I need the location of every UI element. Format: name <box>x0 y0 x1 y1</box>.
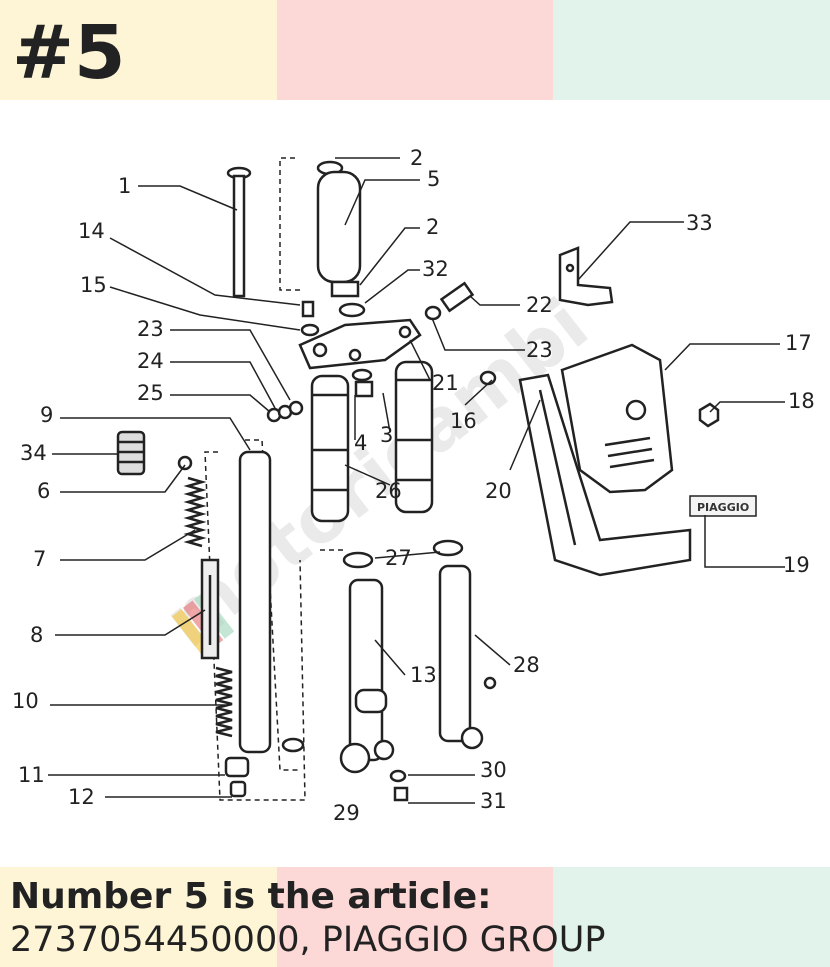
callout-33: 33 <box>686 211 713 235</box>
callout-7: 7 <box>33 547 46 571</box>
callout-32: 32 <box>422 257 449 281</box>
callout-labels: 1 2 5 2 14 32 15 22 23 23 24 21 25 4 3 9… <box>12 146 815 825</box>
callout-9: 9 <box>40 403 53 427</box>
callout-23b: 23 <box>526 338 553 362</box>
callout-34: 34 <box>20 441 47 465</box>
callout-6: 6 <box>37 479 50 503</box>
steering-yoke-part <box>298 318 422 370</box>
callout-28: 28 <box>513 653 540 677</box>
exploded-parts-diagram: motoricambi <box>12 146 815 825</box>
callout-15: 15 <box>80 273 107 297</box>
page-title: #5 <box>12 10 126 96</box>
callout-8: 8 <box>30 623 43 647</box>
right-lower-leg-part <box>438 564 497 750</box>
callout-11: 11 <box>18 763 45 787</box>
callout-31: 31 <box>480 789 507 813</box>
callout-24: 24 <box>137 349 164 373</box>
callout-20: 20 <box>485 479 512 503</box>
left-lower-leg-part <box>348 578 395 762</box>
washer-stack-part <box>266 400 304 423</box>
fork-cover-shell-part <box>518 373 692 577</box>
lower-spring-part <box>215 666 233 738</box>
band-mint <box>553 0 830 100</box>
callout-17: 17 <box>785 331 812 355</box>
callout-12: 12 <box>68 785 95 809</box>
rubber-sleeve-part <box>116 430 146 476</box>
callout-26: 26 <box>375 479 402 503</box>
header-band <box>0 0 830 100</box>
mounting-bracket-part <box>558 246 614 307</box>
damper-rod-part <box>238 450 305 754</box>
leader-lines <box>48 157 785 804</box>
callout-22: 22 <box>526 293 553 317</box>
callout-18: 18 <box>788 389 815 413</box>
caption-heading: Number 5 is the article: <box>10 876 492 917</box>
badge-19-part <box>689 495 757 517</box>
callout-14: 14 <box>78 219 105 243</box>
callout-25: 25 <box>137 381 164 405</box>
callout-16: 16 <box>450 409 477 433</box>
callout-29: 29 <box>333 801 360 825</box>
callout-5: 5 <box>427 167 440 191</box>
damper-cartridge-part <box>200 558 220 660</box>
lower-bolt-part <box>389 769 409 802</box>
callout-27: 27 <box>385 546 412 570</box>
dust-cap-part <box>339 742 371 774</box>
callout-13: 13 <box>410 663 437 687</box>
callout-2b: 2 <box>426 215 439 239</box>
callout-10: 10 <box>12 689 39 713</box>
callout-3: 3 <box>380 423 393 447</box>
callout-4: 4 <box>354 431 367 455</box>
badge-text: PIAGGIO <box>697 501 749 514</box>
caption-article-number: 2737054450000, PIAGGIO GROUP <box>10 920 606 960</box>
upper-spring-part <box>177 455 207 548</box>
band-pink-bottom <box>276 867 554 967</box>
front-cover-part <box>560 343 674 494</box>
bottom-cap-part <box>224 756 250 798</box>
band-pink <box>276 0 554 100</box>
callout-30: 30 <box>480 758 507 782</box>
nuts-part <box>351 368 374 398</box>
small-bolts-part <box>300 281 475 337</box>
callout-19: 19 <box>783 553 810 577</box>
callout-1: 1 <box>118 174 131 198</box>
callout-23a: 23 <box>137 317 164 341</box>
upper-tube-part <box>316 160 366 318</box>
callout-21: 21 <box>432 371 459 395</box>
bolt-16-part <box>479 370 497 386</box>
seal-rings-part <box>342 539 464 569</box>
long-bolt-part <box>226 166 252 298</box>
band-mint-bottom <box>553 867 830 967</box>
left-slider-tube-part <box>310 374 350 523</box>
band-yellow-bottom <box>0 867 277 967</box>
band-yellow <box>0 0 277 100</box>
callout-2a: 2 <box>410 146 423 170</box>
caption-band <box>0 867 830 967</box>
right-slider-tube-part <box>394 360 434 514</box>
